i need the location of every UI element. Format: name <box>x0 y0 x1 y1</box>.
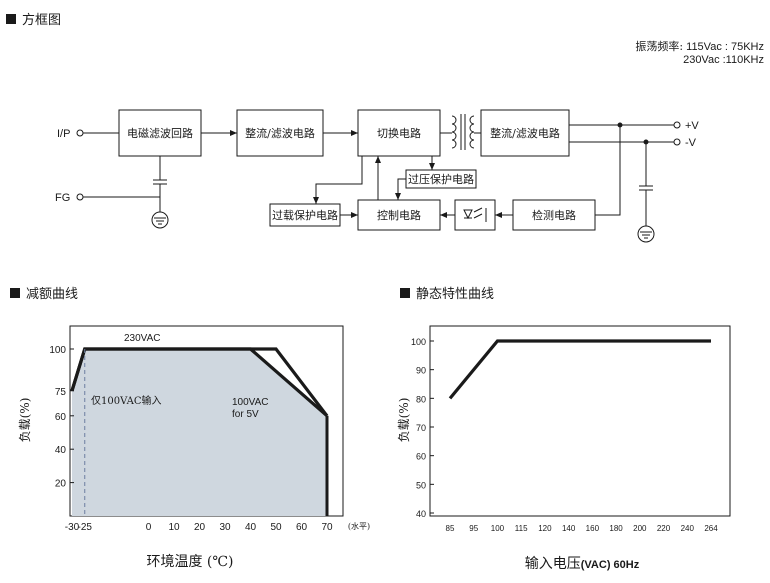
rect2-label: 整流/滤波电路 <box>490 126 560 140</box>
static-xtick-label: 85 <box>446 524 455 533</box>
derating-xtick-label: 40 <box>245 522 257 533</box>
derating-series-1 <box>70 347 329 418</box>
derating-xtick-label: 0 <box>146 522 152 533</box>
static-ytick-label: 50 <box>416 480 426 490</box>
static-xtick-label: 100 <box>491 524 505 533</box>
block-diagram-title: 方框图 <box>6 9 61 28</box>
ground-icon <box>151 211 169 229</box>
derating-ytick-label: 75 <box>55 387 67 398</box>
derating-ylabel: 负载(%) <box>18 398 32 443</box>
derating-xtick-label: -25 <box>78 522 93 533</box>
static-plot-frame <box>429 325 731 517</box>
emi-label: 电磁滤波回路 <box>127 127 193 140</box>
annotation-dashed: 仅100VAC输入 <box>91 394 162 407</box>
derating-xlabel: 环境温度 (℃) <box>146 554 233 570</box>
oscillation-frequency: 振荡频率: 115Vac : 75KHz 230Vac :110KHz <box>635 40 764 66</box>
control-label: 控制电路 <box>377 208 421 222</box>
ovp-label: 过压保护电路 <box>408 172 474 186</box>
derating-area <box>72 349 327 516</box>
vplus-terminal-icon <box>673 121 681 129</box>
static-ytick-label: 70 <box>416 423 426 433</box>
square-bullet-icon <box>10 287 20 298</box>
switch-label: 切换电路 <box>377 126 421 140</box>
annotation-100vac-line1: 100VAC <box>232 397 269 408</box>
annotation-230vac: 230VAC <box>124 333 161 344</box>
static-ytick-label: 90 <box>416 366 426 376</box>
ground-icon-2 <box>637 225 655 243</box>
derating-xtick-label: 10 <box>168 522 180 533</box>
block-diagram: I/P FG +V -V 电磁滤波回路 整流/滤波电路 切换电路 整流/滤波电路… <box>55 109 699 243</box>
static-ytick-label: 100 <box>411 337 426 347</box>
static-ytick-label: 40 <box>416 509 426 519</box>
static-xtick-label: 220 <box>657 524 671 533</box>
derating-ytick-label: 100 <box>49 345 66 356</box>
detect-label: 检测电路 <box>532 208 576 222</box>
static-xtick-label: 115 <box>515 524 528 533</box>
static-series <box>448 339 711 400</box>
static-xtick-label: 180 <box>609 524 623 533</box>
fg-label: FG <box>55 192 70 204</box>
derating-ytick-label: 60 <box>55 412 67 423</box>
static-xtick-label: 140 <box>562 524 576 533</box>
transformer-primary-icon <box>451 115 457 149</box>
static-xtick-label: 200 <box>633 524 647 533</box>
derating-xunit: (水平) <box>348 521 370 531</box>
derating-ytick-label: 40 <box>55 445 67 456</box>
derating-ytick-label: 20 <box>55 479 67 490</box>
derating-xtick-label: 20 <box>194 522 206 533</box>
static-xtick-label: 120 <box>538 524 552 533</box>
transformer-secondary-icon <box>469 115 475 149</box>
static-ylabel: 负载(%) <box>397 398 411 443</box>
vminus-label: -V <box>685 137 697 149</box>
annotation-100vac-line2: for 5V <box>232 409 259 420</box>
rect1-label: 整流/滤波电路 <box>245 126 315 140</box>
static-xtick-label: 240 <box>681 524 695 533</box>
ip-label: I/P <box>57 128 70 140</box>
optocoupler-icon <box>454 199 496 231</box>
derating-xtick-label: -30 <box>65 522 80 533</box>
derating-title: 减额曲线 <box>10 283 78 302</box>
static-title: 静态特性曲线 <box>400 283 494 302</box>
derating-series-0 <box>70 347 329 417</box>
square-bullet-icon <box>400 287 410 298</box>
derating-xtick-label: 70 <box>321 522 333 533</box>
derating-plot-frame <box>69 325 344 517</box>
vminus-terminal-icon <box>673 138 681 146</box>
static-xtick-label: 264 <box>704 524 718 533</box>
vplus-label: +V <box>685 120 699 132</box>
static-ytick-label: 80 <box>416 394 426 404</box>
static-ytick-label: 60 <box>416 452 426 462</box>
derating-xtick-label: 60 <box>296 522 308 533</box>
derating-xtick-label: 30 <box>219 522 231 533</box>
square-bullet-icon <box>6 13 16 24</box>
static-xlabel: 输入电压(VAC) 60Hz <box>525 556 640 572</box>
derating-xtick-label: 50 <box>270 522 282 533</box>
fg-terminal-icon <box>76 193 84 201</box>
ip-terminal-icon <box>76 129 84 137</box>
olp-label: 过载保护电路 <box>272 208 338 222</box>
static-xtick-label: 95 <box>469 524 478 533</box>
static-xtick-label: 160 <box>586 524 600 533</box>
